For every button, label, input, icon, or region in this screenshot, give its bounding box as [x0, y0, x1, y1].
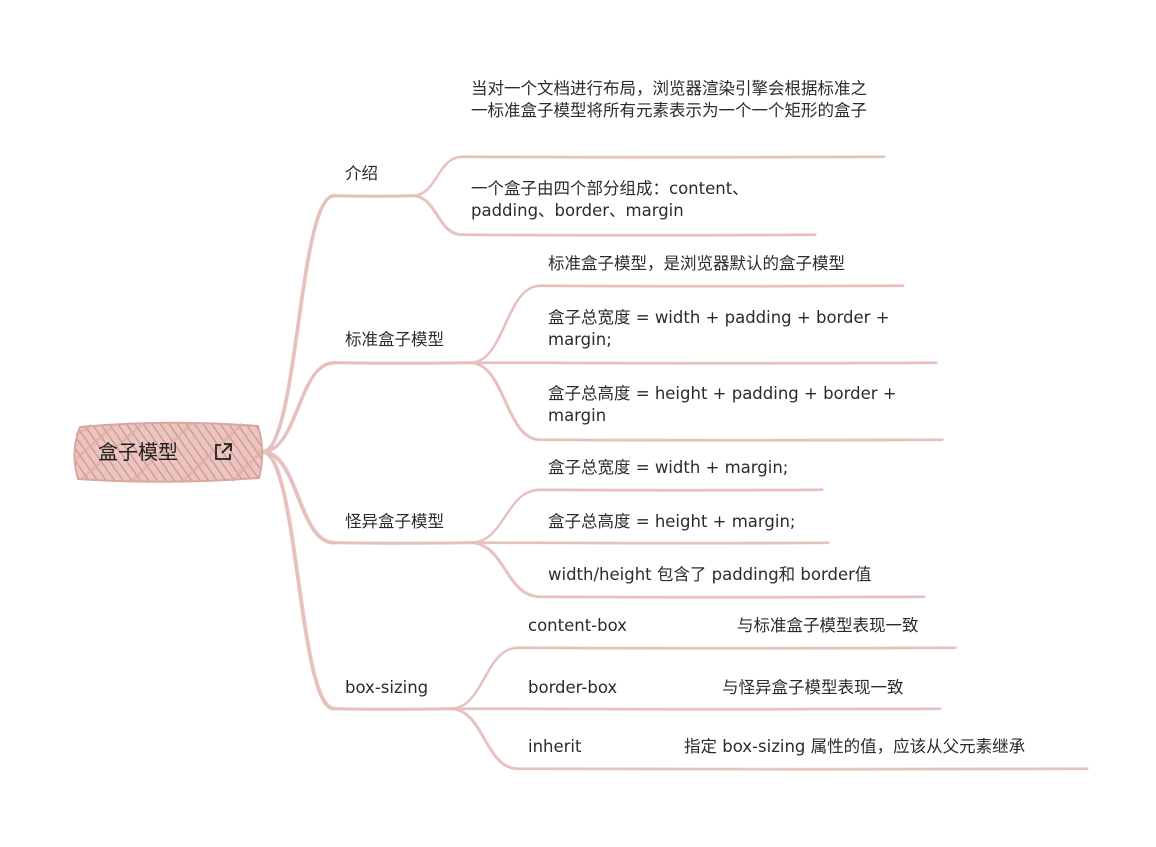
underline-intro-1	[461, 155, 886, 158]
connector-root-branch-1	[261, 193, 337, 453]
quirks-item-2[interactable]: 盒子总高度 = height + margin;	[548, 512, 796, 531]
underline-standard-1	[539, 284, 905, 287]
node-underlines	[332, 155, 1089, 771]
connector-quirks-3	[469, 541, 542, 598]
connector-lines	[260, 155, 542, 771]
box-sizing-content-box[interactable]: content-box	[528, 616, 627, 635]
underline-quirks-3	[539, 595, 926, 598]
external-link-icon[interactable]	[212, 441, 234, 463]
underline-branch-intro	[333, 194, 415, 198]
connector-intro-1	[411, 155, 464, 197]
connector-quirks-1	[469, 488, 542, 544]
box-sizing-inherit[interactable]: inherit	[528, 737, 582, 756]
underline-standard-2	[539, 361, 938, 364]
underline-box-sizing-3	[517, 767, 1089, 770]
underline-branch-standard	[333, 361, 473, 365]
standard-item-3[interactable]: 盒子总高度 = height + padding + border + marg…	[548, 384, 897, 425]
standard-item-2[interactable]: 盒子总宽度 = width + padding + border + margi…	[548, 308, 890, 349]
connector-root-branch-2	[261, 360, 337, 453]
connector-box-sizing-3	[449, 707, 520, 770]
branch-standard-box[interactable]: 标准盒子模型	[345, 330, 444, 349]
underline-quirks-2	[539, 541, 830, 544]
underline-box-sizing-1	[517, 646, 957, 649]
connector-intro-2	[411, 194, 464, 236]
underline-box-sizing-2	[517, 707, 942, 710]
branch-intro[interactable]: 介绍	[345, 164, 378, 183]
root-node-fill	[72, 421, 264, 483]
quirks-item-3[interactable]: width/height 包含了 padding和 border值	[548, 565, 872, 584]
underline-branch-box-sizing	[333, 707, 453, 711]
underline-branch-quirks	[333, 541, 473, 545]
connector-standard-3	[469, 361, 542, 441]
connector-root-branch-3	[261, 449, 337, 544]
quirks-item-1[interactable]: 盒子总宽度 = width + margin;	[548, 458, 789, 477]
inherit-note[interactable]: 指定 box-sizing 属性的值，应该从父元素继承	[684, 737, 1026, 756]
intro-item-2[interactable]: 一个盒子由四个部分组成：content、padding、border、margi…	[471, 179, 749, 220]
content-box-note[interactable]: 与标准盒子模型表现一致	[737, 616, 919, 635]
branch-box-sizing[interactable]: box-sizing	[345, 678, 429, 697]
connector-root-branch-4	[261, 449, 337, 710]
connector-standard-1	[469, 284, 542, 364]
intro-item-1[interactable]: 当对一个文档进行布局，浏览器渲染引擎会根据标准之一标准盒子模型将所有元素表示为一…	[471, 79, 867, 120]
border-box-note[interactable]: 与怪异盒子模型表现一致	[722, 678, 904, 697]
branch-quirks-box[interactable]: 怪异盒子模型	[345, 512, 444, 531]
standard-item-1[interactable]: 标准盒子模型，是浏览器默认的盒子模型	[548, 254, 845, 273]
underline-standard-3	[539, 438, 944, 441]
connector-box-sizing-1	[449, 646, 520, 710]
underline-intro-2	[461, 233, 817, 236]
box-sizing-border-box[interactable]: border-box	[528, 678, 618, 697]
root-title[interactable]: 盒子模型	[98, 440, 178, 464]
underline-quirks-1	[539, 488, 824, 491]
